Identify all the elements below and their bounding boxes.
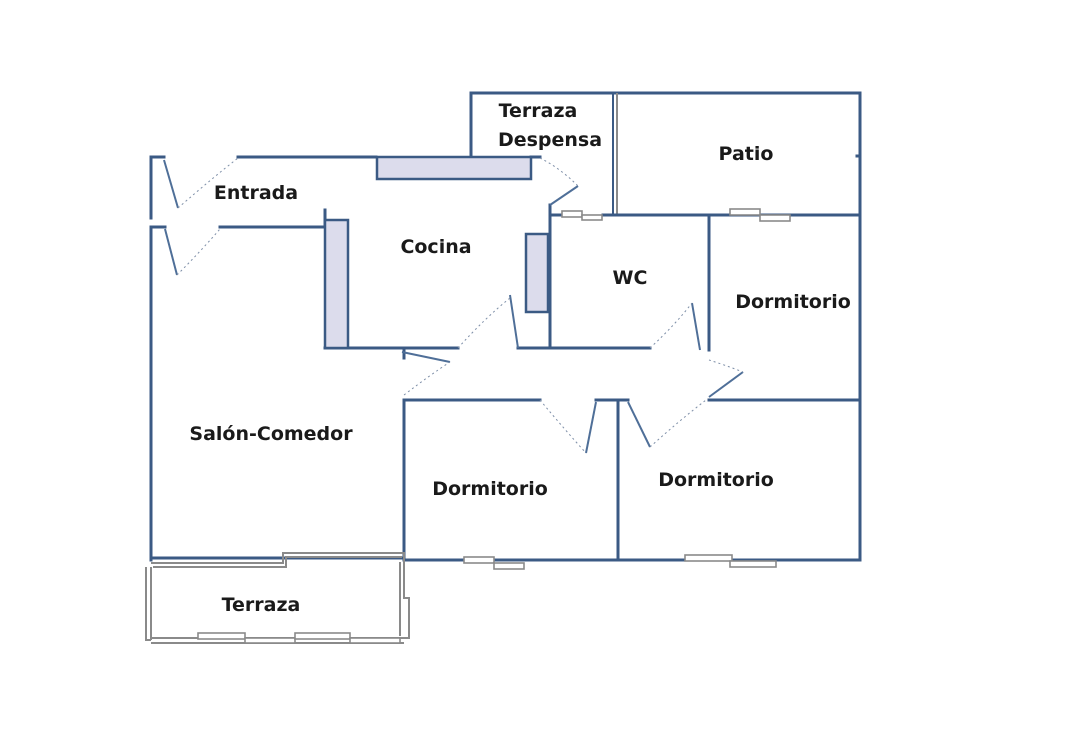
window-despensa xyxy=(561,210,583,218)
label-wc: WC xyxy=(613,267,648,289)
label-dormitorio-south-west: Dormitorio xyxy=(432,478,548,500)
counter-east xyxy=(524,232,550,314)
label-salon-comedor: Salón-Comedor xyxy=(189,423,353,445)
window-patio-a xyxy=(729,208,761,216)
label-terraza-despensa-1: Terraza xyxy=(499,100,578,122)
windows xyxy=(463,154,862,570)
window-patio-b xyxy=(759,214,791,222)
label-terraza: Terraza xyxy=(222,594,301,616)
label-dormitorio-east: Dormitorio xyxy=(735,291,851,313)
room-labels: Terraza Despensa Patio Entrada Cocina WC… xyxy=(189,100,850,616)
label-patio: Patio xyxy=(719,143,774,165)
interior-walls xyxy=(323,93,862,562)
window-dorm-sw-a xyxy=(463,556,495,564)
terraza-balcony xyxy=(145,552,410,644)
window-dorm-se-b xyxy=(729,560,777,568)
window-dorm-se-a xyxy=(684,554,733,562)
counter-north xyxy=(375,155,533,181)
label-entrada: Entrada xyxy=(214,182,298,204)
label-dormitorio-south-east: Dormitorio xyxy=(658,469,774,491)
label-cocina: Cocina xyxy=(400,236,471,258)
label-terraza-despensa-2: Despensa xyxy=(498,129,602,151)
doors xyxy=(163,157,744,454)
counter-west xyxy=(323,218,350,350)
kitchen-counters xyxy=(323,155,550,350)
window-dorm-sw-b xyxy=(493,562,525,570)
window-despensa-b xyxy=(581,214,603,221)
